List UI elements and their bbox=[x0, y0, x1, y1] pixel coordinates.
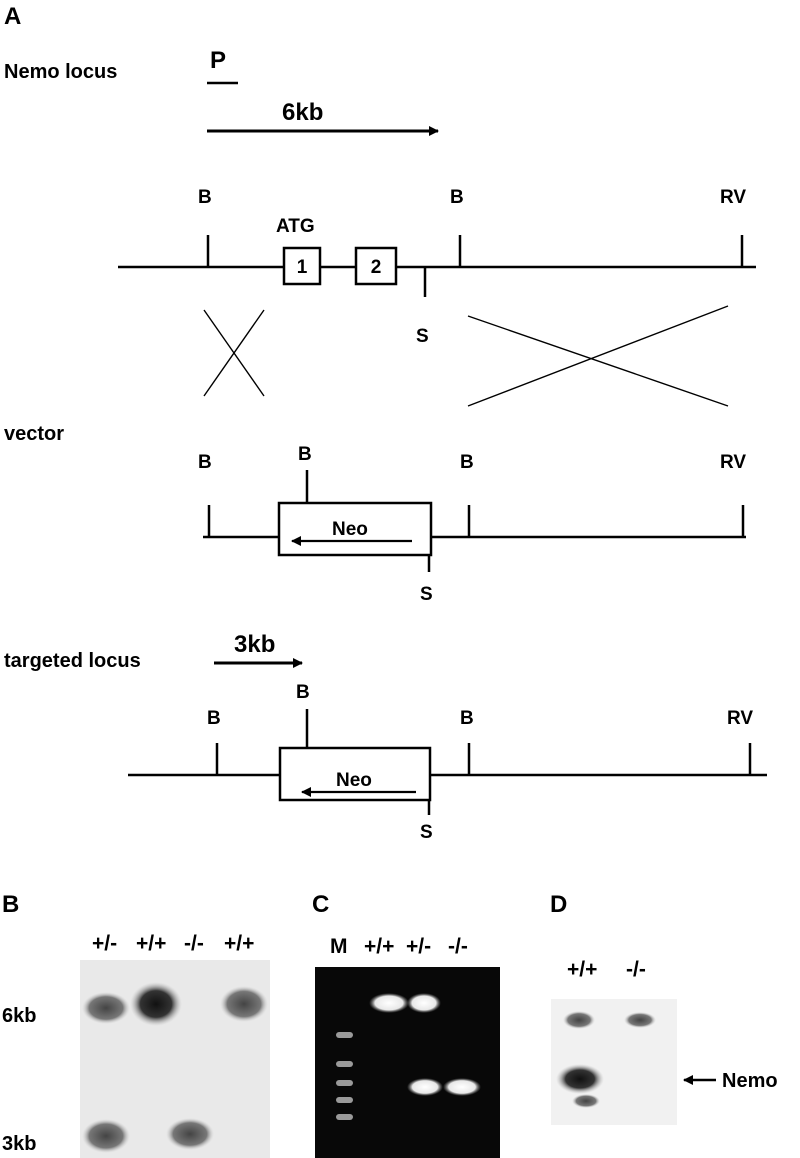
lane-label: +/+ bbox=[567, 958, 597, 981]
panel-b-letter: B bbox=[2, 891, 19, 918]
site-b-2: B bbox=[298, 444, 312, 465]
fragment-3kb-label: 3kb bbox=[234, 631, 275, 658]
blot-band-6kb bbox=[220, 986, 268, 1022]
ladder-band bbox=[336, 1114, 353, 1120]
nemo-locus-title: Nemo locus bbox=[4, 61, 117, 83]
site-b-1: B bbox=[198, 452, 212, 473]
ladder-band bbox=[336, 1032, 353, 1038]
ladder-band bbox=[336, 1061, 353, 1067]
neo-cassette-box bbox=[277, 501, 433, 557]
site-s: S bbox=[420, 584, 433, 605]
lane-label: -/- bbox=[184, 932, 204, 955]
probe-label: P bbox=[210, 47, 226, 74]
lane-label: M bbox=[330, 935, 348, 958]
panel-a-letter: A bbox=[4, 3, 21, 30]
site-b-3: B bbox=[460, 708, 474, 729]
vector-diagram: vector B B B RV Neo S bbox=[4, 423, 746, 605]
lane-label: +/+ bbox=[364, 935, 394, 958]
site-b-1: B bbox=[207, 708, 221, 729]
size-marker-3kb: 3kb bbox=[2, 1133, 36, 1155]
gel-band-lower bbox=[407, 1078, 443, 1096]
western-band-nonspecific bbox=[624, 1012, 656, 1028]
gel-band-upper bbox=[407, 993, 441, 1013]
exon-2-box bbox=[354, 246, 398, 286]
site-b-2: B bbox=[450, 187, 464, 208]
exon-1-box bbox=[282, 246, 322, 286]
crossover-line bbox=[467, 315, 729, 407]
site-s: S bbox=[416, 326, 429, 347]
site-rv: RV bbox=[720, 452, 746, 473]
panel-d-letter: D bbox=[550, 891, 567, 918]
atg-label: ATG bbox=[276, 216, 315, 237]
ladder-band bbox=[336, 1080, 353, 1086]
lane-label: +/- bbox=[92, 932, 117, 955]
site-rv: RV bbox=[720, 187, 746, 208]
vector-title: vector bbox=[4, 423, 64, 445]
blot-band-6kb bbox=[82, 992, 130, 1024]
crossover-line bbox=[203, 309, 265, 397]
ladder-band bbox=[336, 1097, 353, 1103]
targeted-locus-title: targeted locus bbox=[4, 650, 141, 672]
lane-label: -/- bbox=[448, 935, 468, 958]
lane-label: +/- bbox=[406, 935, 431, 958]
nemo-locus-diagram: Nemo locus P 6kb B B RV ATG 1 2 S bbox=[4, 47, 756, 407]
fragment-6kb-label: 6kb bbox=[282, 99, 323, 126]
nemo-band-label: Nemo bbox=[722, 1070, 778, 1092]
neo-label: Neo bbox=[332, 519, 368, 540]
gel-band-upper bbox=[369, 993, 409, 1013]
blot-band-3kb bbox=[82, 1119, 130, 1153]
site-b-2: B bbox=[296, 682, 310, 703]
targeted-locus-diagram: 3kb targeted locus B B B RV Neo S bbox=[4, 631, 767, 843]
western-band-nemo-minor bbox=[572, 1094, 600, 1108]
lane-label: +/+ bbox=[224, 932, 254, 955]
crossover-line bbox=[467, 305, 729, 407]
site-s: S bbox=[420, 822, 433, 843]
neo-label: Neo bbox=[336, 770, 372, 791]
blot-band-6kb bbox=[130, 982, 182, 1026]
panel-c-pcr-gel: C M +/+ +/- -/- bbox=[312, 891, 500, 1158]
panel-b-southern-blot: B +/- +/+ -/- +/+ 6kb 3kb bbox=[2, 891, 270, 1158]
size-marker-6kb: 6kb bbox=[2, 1005, 36, 1027]
site-b-1: B bbox=[198, 187, 212, 208]
site-b-3: B bbox=[460, 452, 474, 473]
panel-a: A Nemo locus P 6kb B B RV ATG 1 2 S bbox=[4, 3, 767, 843]
site-rv: RV bbox=[727, 708, 753, 729]
exon-2-label: 2 bbox=[371, 257, 382, 278]
panel-d-western-blot: D +/+ -/- Nemo bbox=[550, 891, 778, 1125]
western-band-nonspecific bbox=[563, 1011, 595, 1029]
panel-c-letter: C bbox=[312, 891, 329, 918]
lane-label: +/+ bbox=[136, 932, 166, 955]
gel-band-lower bbox=[443, 1078, 481, 1096]
lane-label: -/- bbox=[626, 958, 646, 981]
blot-band-3kb bbox=[166, 1118, 214, 1150]
exon-1-label: 1 bbox=[297, 257, 308, 278]
western-band-nemo bbox=[556, 1064, 604, 1094]
